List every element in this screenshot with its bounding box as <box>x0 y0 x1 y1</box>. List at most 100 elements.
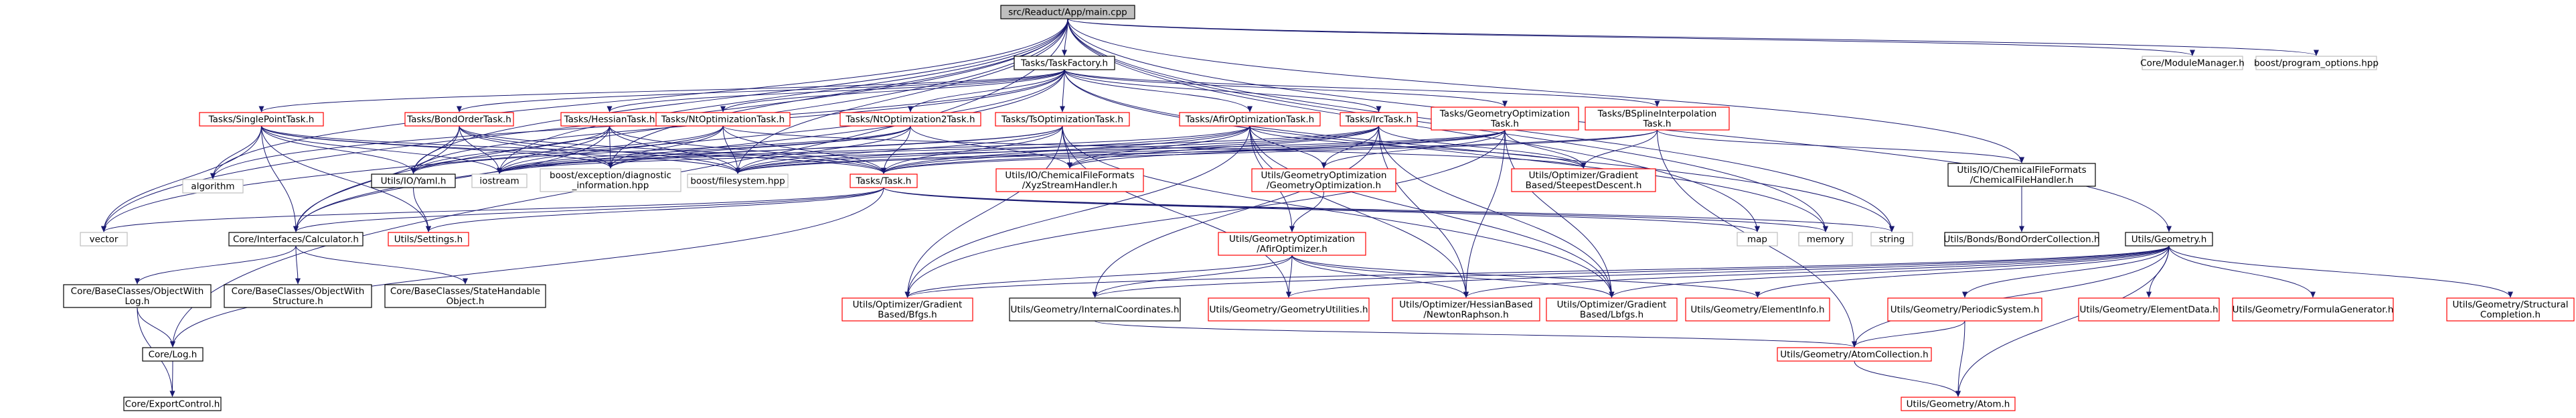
edge-geometry-to-newtonraphson <box>1463 245 2170 298</box>
node-elementdata[interactable]: Utils/Geometry/ElementData.h <box>2078 297 2220 322</box>
modulemanager-box <box>2142 56 2243 70</box>
lbfgs-label-line-0: Utils/Optimizer/Gradient <box>1557 299 1667 310</box>
node-nt2opt[interactable]: Tasks/NtOptimization2Task.h <box>839 112 981 127</box>
edge-nt2opt-to-filesystem <box>735 125 911 174</box>
steepest-label-line-1: Based/SteepestDescent.h <box>1526 180 1642 191</box>
edge-nt2opt-to-yaml <box>410 125 911 174</box>
node-tsopt[interactable]: Tasks/TsOptimizationTask.h <box>995 112 1130 127</box>
node-bondorders[interactable]: Utils/Bonds/BondOrderCollection.h <box>1943 232 2100 247</box>
geometry-box <box>2125 232 2213 247</box>
bfgs-box <box>841 297 973 322</box>
edge-geomopt-to-iostream <box>497 129 1506 174</box>
edge-singlepoint-to-calculator <box>261 125 299 232</box>
node-irc[interactable]: Tasks/IrcTask.h <box>1340 112 1418 127</box>
node-atom[interactable]: Utils/Geometry/Atom.h <box>1901 397 2016 411</box>
node-xyzhandler[interactable]: Utils/IO/ChemicalFileFormats/XyzStreamHa… <box>995 168 1144 192</box>
edge-bspline-to-task <box>881 129 1658 174</box>
node-elementinfo[interactable]: Utils/Geometry/ElementInfo.h <box>1685 297 1830 322</box>
elementdata-label-line-0: Utils/Geometry/ElementData.h <box>2079 305 2218 316</box>
node-algorithm: algorithm <box>182 179 244 194</box>
geometry-label-line-0: Utils/Geometry.h <box>2131 234 2207 245</box>
nt2opt-box <box>839 112 981 127</box>
node-hessian[interactable]: Tasks/HessianTask.h <box>560 112 659 127</box>
tsopt-label-line-0: Tasks/TsOptimizationTask.h <box>1001 115 1123 125</box>
node-string: string <box>1870 232 1913 247</box>
string-label-line-0: string <box>1879 234 1905 245</box>
edge-afiroptimizer-to-elementinfo <box>1291 255 1761 298</box>
ntopt-box <box>655 112 791 127</box>
node-geomoptutil[interactable]: Utils/GeometryOptimization/GeometryOptim… <box>1251 168 1396 192</box>
edge-bondorder-to-filesystem <box>459 125 740 174</box>
node-afiroptimizer[interactable]: Utils/GeometryOptimization/AfirOptimizer… <box>1218 232 1366 256</box>
singlepoint-label-line-0: Tasks/SinglePointTask.h <box>208 115 315 125</box>
node-internalcoords[interactable]: Utils/Geometry/InternalCoordinates.h <box>1009 297 1181 322</box>
node-log[interactable]: Core/Log.h <box>142 347 204 362</box>
tsopt-box <box>995 112 1130 127</box>
xyzhandler-box <box>995 168 1144 192</box>
node-chemfilehandler[interactable]: Utils/IO/ChemicalFileFormats/ChemicalFil… <box>1947 163 2096 187</box>
irc-label-line-0: Tasks/IrcTask.h <box>1345 115 1412 125</box>
node-atomcollection[interactable]: Utils/Geometry/AtomCollection.h <box>1777 347 1932 362</box>
node-calculator[interactable]: Core/Interfaces/Calculator.h <box>228 232 364 247</box>
edge-geometry-to-atom <box>1955 245 2170 397</box>
edge-taskfactory-to-tsopt <box>1060 69 1066 113</box>
edge-singlepoint-to-vector <box>101 125 262 232</box>
settings-label-line-0: Utils/Settings.h <box>394 234 463 245</box>
edge-taskfactory-to-vector <box>101 69 1065 232</box>
node-main[interactable]: src/Readuct/App/main.cpp <box>1000 5 1135 19</box>
edge-singlepoint-to-filesystem <box>261 125 740 174</box>
edge-atomcollection-to-atom <box>1854 360 1961 397</box>
edge-taskfactory-to-geomopt <box>1064 69 1508 107</box>
objwithstructure-label-line-1: Structure.h <box>272 296 323 307</box>
statehandable-label-line-0: Core/BaseClasses/StateHandable <box>390 286 540 297</box>
node-taskfactory[interactable]: Tasks/TaskFactory.h <box>1014 56 1115 70</box>
edge-task-to-map <box>883 187 1760 232</box>
edge-periodicsystem-to-atomcollection <box>1852 320 1965 348</box>
edge-ntopt-to-diaginfo <box>608 125 724 169</box>
node-geomutilities[interactable]: Utils/Geometry/GeometryUtilities.h <box>1208 297 1370 322</box>
statehandable-box <box>384 284 546 308</box>
bondorder-label-line-0: Tasks/BondOrderTask.h <box>406 115 511 125</box>
irc-box <box>1340 112 1418 127</box>
node-task[interactable]: Tasks/Task.h <box>850 173 918 188</box>
bspline-label-line-1: Task.h <box>1643 119 1672 129</box>
node-steepest[interactable]: Utils/Optimizer/GradientBased/SteepestDe… <box>1511 168 1656 192</box>
node-singlepoint[interactable]: Tasks/SinglePointTask.h <box>199 112 324 127</box>
edge-tsopt-to-diaginfo <box>608 125 1063 169</box>
node-exportcontrol[interactable]: Core/ExportControl.h <box>123 397 222 411</box>
node-afiropt[interactable]: Tasks/AfirOptimizationTask.h <box>1179 112 1321 127</box>
node-bondorder[interactable]: Tasks/BondOrderTask.h <box>404 112 514 127</box>
node-geometry[interactable]: Utils/Geometry.h <box>2125 232 2213 247</box>
statehandable-label-line-1: Object.h <box>447 296 485 307</box>
string-box <box>1870 232 1913 247</box>
edge-afiroptimizer-to-geomutilities <box>1286 255 1293 298</box>
edge-geometry-to-structcompletion <box>2168 245 2513 298</box>
nt2opt-label-line-0: Tasks/NtOptimization2Task.h <box>845 115 975 125</box>
node-newtonraphson[interactable]: Utils/Optimizer/HessianBased/NewtonRaphs… <box>1392 297 1540 322</box>
node-modulemanager: Core/ModuleManager.h <box>2140 56 2245 70</box>
edge-irc-to-filesystem <box>735 125 1379 174</box>
edge-hessian-to-filesystem <box>609 125 740 174</box>
algorithm-box <box>182 179 244 194</box>
node-periodicsystem[interactable]: Utils/Geometry/PeriodicSystem.h <box>1887 297 2042 322</box>
edge-ntopt-to-iostream <box>497 125 724 174</box>
node-ntopt[interactable]: Tasks/NtOptimizationTask.h <box>655 112 791 127</box>
edges-layer <box>101 18 2513 397</box>
algorithm-label-line-0: algorithm <box>191 182 234 192</box>
edge-geomopt-to-bfgs <box>904 129 1506 298</box>
edge-task-to-string <box>883 187 1895 232</box>
edge-task-to-vector <box>101 187 884 232</box>
node-settings[interactable]: Utils/Settings.h <box>388 232 469 247</box>
edge-afiroptimizer-to-bfgs <box>904 255 1293 298</box>
node-formulagen[interactable]: Utils/Geometry/FormulaGenerator.h <box>2232 297 2394 322</box>
node-yaml[interactable]: Utils/IO/Yaml.h <box>371 173 456 188</box>
